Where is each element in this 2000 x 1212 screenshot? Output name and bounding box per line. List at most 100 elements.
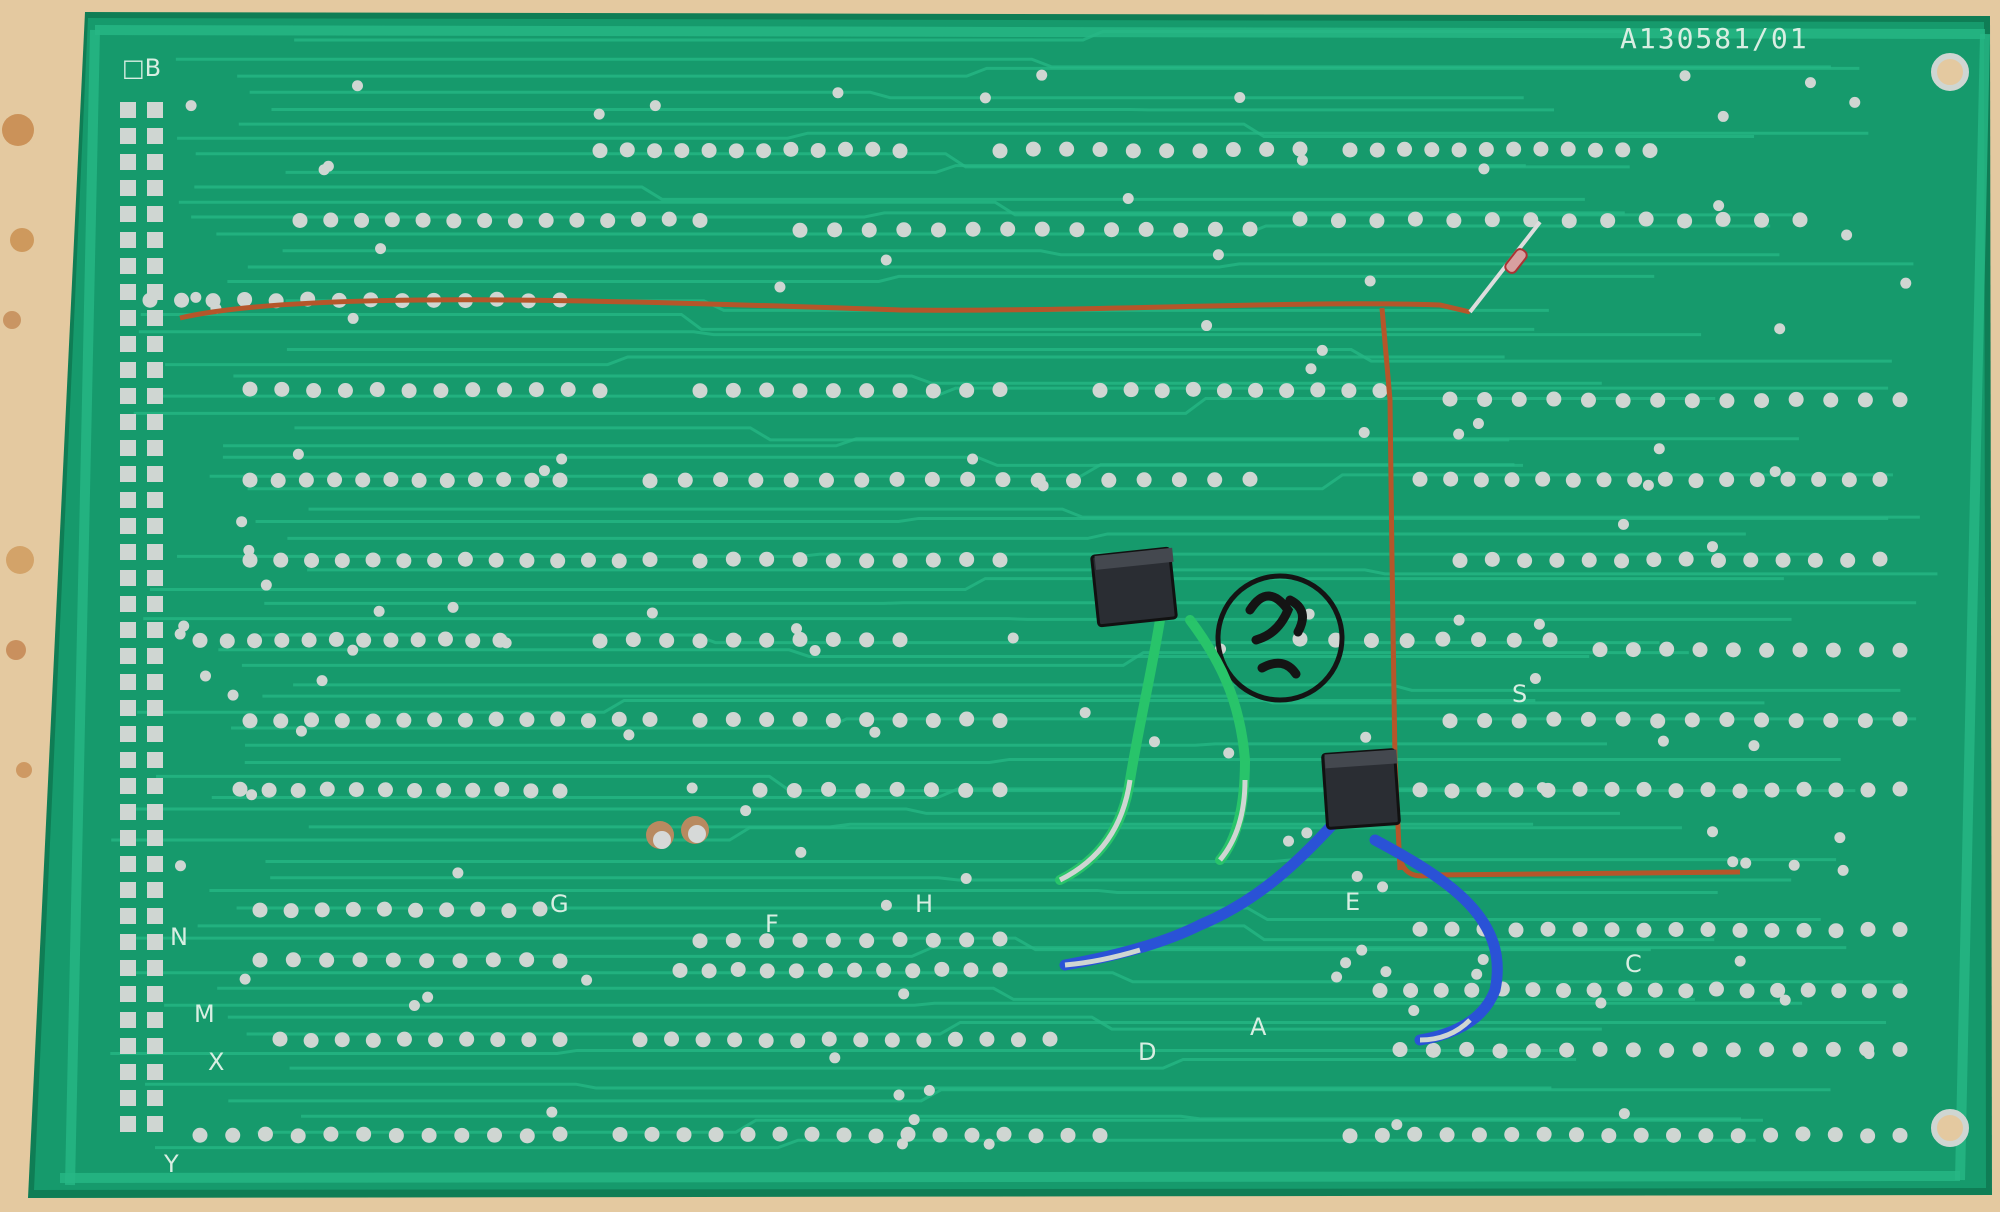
- solder-pad: [1892, 983, 1908, 999]
- solder-pad: [147, 830, 163, 846]
- solder-pad: [147, 1116, 163, 1132]
- solder-pad: [1559, 1042, 1575, 1058]
- solder-pad: [1101, 472, 1117, 488]
- solder-pad: [713, 472, 729, 488]
- solder-pad: [592, 143, 608, 159]
- solder-pad: [319, 952, 335, 968]
- solder-pad: [1192, 143, 1208, 159]
- solder-pad: [415, 212, 431, 228]
- solder-pad: [1173, 222, 1189, 238]
- solder-pad: [695, 1032, 711, 1048]
- copper-trace: [237, 66, 1860, 78]
- copper-trace: [255, 516, 1889, 523]
- solder-pad: [644, 1126, 660, 1142]
- solder-pad: [1060, 1127, 1076, 1143]
- solder-pad: [892, 143, 908, 159]
- solder-pad: [1529, 672, 1541, 684]
- solder-pad: [1788, 391, 1804, 407]
- solder-pad: [1849, 96, 1861, 108]
- solder-pad: [120, 1038, 136, 1054]
- solder-pad: [1212, 249, 1224, 261]
- solder-pad: [1900, 277, 1912, 289]
- solder-pad: [1476, 782, 1492, 798]
- solder-pad: [1444, 783, 1460, 799]
- solder-pad: [1732, 783, 1748, 799]
- solder-pad: [740, 805, 752, 817]
- solder-pad: [792, 631, 808, 647]
- solder-pad: [477, 213, 493, 229]
- copper-trace: [175, 57, 1831, 69]
- solder-pad: [538, 212, 554, 228]
- solder-pad: [1754, 393, 1770, 409]
- solder-pad: [1642, 143, 1658, 159]
- solder-pad: [334, 713, 350, 729]
- solder-pad: [788, 963, 804, 979]
- solder-pad: [1754, 712, 1770, 728]
- solder-pad: [1443, 471, 1459, 487]
- solder-pad: [1556, 983, 1572, 999]
- solder-pad: [1092, 142, 1108, 158]
- solder-pad: [674, 143, 690, 159]
- solder-pad: [1568, 1127, 1584, 1143]
- solder-pad: [1444, 921, 1460, 937]
- solder-pad: [1580, 392, 1596, 408]
- solder-pad: [593, 108, 605, 120]
- solder-pad: [147, 232, 163, 248]
- solder-pad: [1028, 1128, 1044, 1144]
- solder-pad: [439, 902, 455, 918]
- solder-pad: [323, 212, 339, 228]
- solder-pad: [519, 952, 535, 968]
- solder-pad: [283, 903, 299, 919]
- solder-pad: [896, 1138, 908, 1150]
- solder-pad: [1788, 859, 1800, 871]
- solder-pad: [759, 712, 775, 728]
- solder-pad: [327, 472, 343, 488]
- solder-pad: [916, 1032, 932, 1048]
- solder-pad: [792, 711, 808, 727]
- solder-pad: [348, 782, 364, 798]
- solder-pad: [1638, 211, 1654, 227]
- solder-pad: [1042, 1031, 1058, 1047]
- solder-pad: [740, 1126, 756, 1142]
- solder-pad: [855, 783, 871, 799]
- solder-pad: [334, 1032, 350, 1048]
- solder-pad: [365, 713, 381, 729]
- solder-pad: [892, 712, 908, 728]
- solder-pad: [147, 258, 163, 274]
- solder-pad: [185, 100, 197, 112]
- solder-pad: [925, 383, 941, 399]
- solder-pad: [1730, 1128, 1746, 1144]
- solder-pad: [369, 381, 385, 397]
- solder-pad: [727, 1032, 743, 1048]
- solder-pad: [501, 903, 517, 919]
- solder-pad: [979, 1031, 995, 1047]
- solder-pad: [925, 552, 941, 568]
- solder-pad: [1617, 518, 1629, 530]
- solder-pad: [120, 726, 136, 742]
- solder-pad: [147, 882, 163, 898]
- solder-pad: [546, 1106, 558, 1118]
- solder-pad: [701, 142, 717, 158]
- solder-pad: [1710, 552, 1726, 568]
- solder-pad: [772, 1126, 788, 1142]
- solder-pad: [1523, 212, 1539, 228]
- solder-pad: [120, 232, 136, 248]
- solder-pad: [147, 518, 163, 534]
- solder-pad: [490, 1032, 506, 1048]
- solder-pad: [728, 143, 744, 159]
- solder-pad: [752, 782, 768, 798]
- solder-pad: [352, 952, 368, 968]
- solder-pad: [847, 962, 863, 978]
- copper-trace: [249, 90, 1524, 100]
- solder-pad: [960, 471, 976, 487]
- solder-pad: [365, 1032, 381, 1048]
- copper-trace: [125, 936, 1651, 952]
- solder-pad: [1770, 982, 1786, 998]
- solder-pad: [1397, 141, 1413, 157]
- solder-pad: [1692, 642, 1708, 658]
- solder-pad: [1533, 618, 1545, 630]
- solder-pad: [1138, 221, 1154, 237]
- solder-pad: [708, 1127, 724, 1143]
- solder-pad: [992, 962, 1008, 978]
- solder-pad: [1650, 713, 1666, 729]
